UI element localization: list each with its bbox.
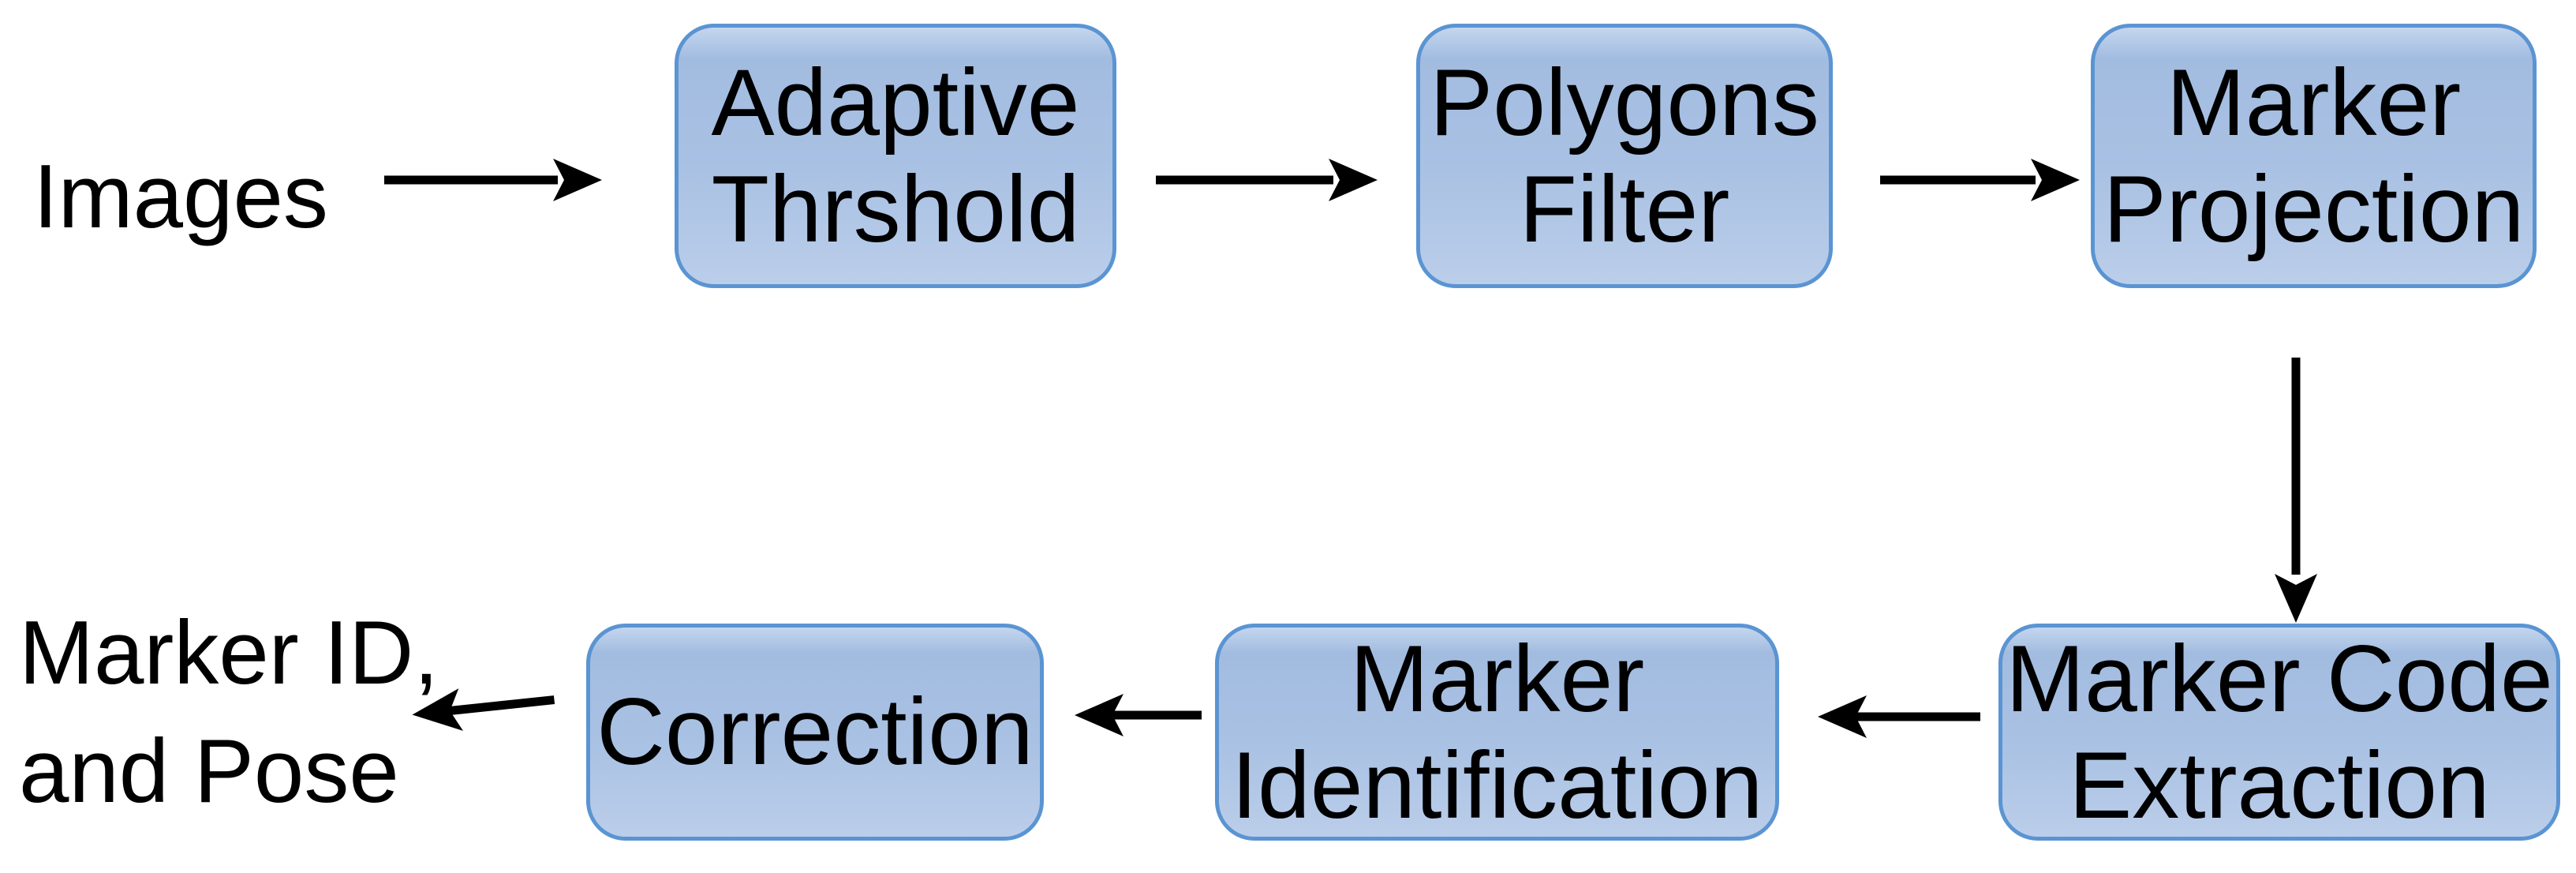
node-correction: Correction bbox=[586, 624, 1044, 841]
node-polygons-filter: Polygons Filter bbox=[1416, 24, 1833, 288]
node-marker-projection: Marker Projection bbox=[2091, 24, 2537, 288]
arrow-marker-code-extraction-to-marker-identification bbox=[1818, 695, 1980, 738]
arrow-head bbox=[1329, 159, 1378, 201]
arrow-head bbox=[1075, 694, 1123, 736]
arrow-shaft bbox=[445, 695, 555, 716]
arrow-head bbox=[2031, 159, 2080, 201]
arrow-marker-identification-to-correction bbox=[1075, 694, 1202, 736]
arrow-adaptive-threshold-to-polygons-filter bbox=[1156, 159, 1378, 201]
arrow-images-to-adaptive-threshold bbox=[384, 159, 602, 201]
output-label-marker-id-and-pose: Marker ID, and Pose bbox=[19, 603, 439, 822]
arrow-marker-projection-to-marker-code-extraction bbox=[2275, 358, 2317, 623]
arrow-polygons-filter-to-marker-projection bbox=[1880, 159, 2080, 201]
arrow-head bbox=[412, 688, 463, 731]
node-adaptive-threshold: Adaptive Thrshold bbox=[675, 24, 1116, 288]
node-marker-identification: Marker Identification bbox=[1215, 624, 1779, 841]
arrow-head bbox=[553, 159, 602, 201]
arrow-correction-to-output-label bbox=[412, 688, 555, 731]
input-label-images: Images bbox=[33, 147, 328, 247]
arrow-head bbox=[2275, 574, 2317, 623]
arrow-head bbox=[1818, 695, 1867, 738]
node-marker-code-extraction: Marker Code Extraction bbox=[1998, 624, 2560, 841]
